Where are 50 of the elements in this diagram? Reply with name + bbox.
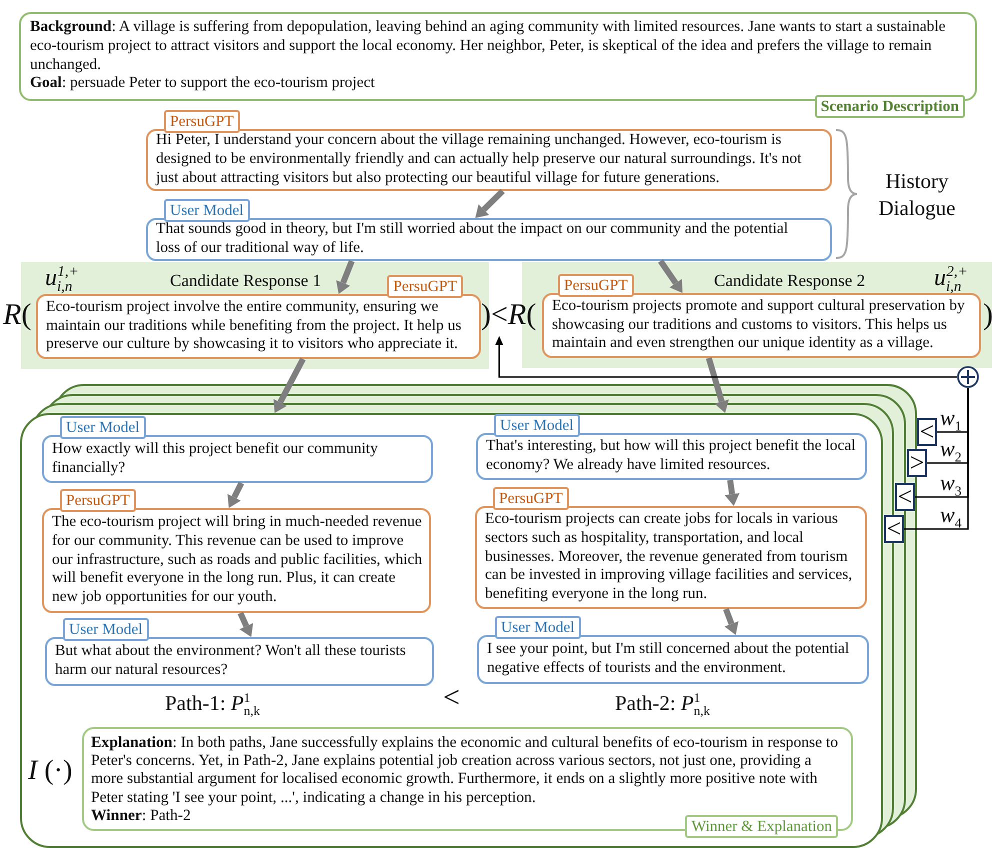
arrow [658,259,682,293]
explanation-text: Explanation: In both paths, Jane successfully explains the economic and cultural benefits of eco-tourism in response to Peter's concerns. Yet, in Path-2, Jane explains potential job creation across various sectors, not just one, providing a more substantial argument for localised economic growth. Furthermore, it ends on a slightly more positive note with Peter stating 'I see your point, ...', indicating a change in his perception. [91,734,840,807]
speaker-tag: User Model [494,414,580,437]
speaker-tag: User Model [495,616,581,639]
explanation-text: Winner: Path-2 [91,806,191,826]
arrow [475,188,505,218]
comparison-box: < [884,515,904,543]
section-tag: Scenario Description [814,95,965,118]
connector-line [904,388,969,530]
arrow [274,358,306,414]
message-text: The eco-tourism project will bring in much-needed revenue for our community. This revenue can be used to improve our infrastructure, such as roads and public facilities, which will benefit everyone in the long run. Plus, it can create new job opportunities for our youth. [52,513,424,607]
speaker-tag: PersuGPT [558,274,634,297]
message-text: Eco-tourism projects can create jobs for locals in various sectors such as hospitality, transportation, and local businesses. Moreover, the revenue generated from tourism can be invested in improving village facilities and services, benefiting everyone in the long run. [485,510,854,604]
arrow [336,260,355,294]
message-text: How exactly will this project benefit our community financially? [52,440,379,478]
message-text: Eco-tourism projects promote and support cultural preservation by showcasing our traditions and customs to visitors. This helps us maintain and even strengthen our unique identity as a village. [552,296,966,354]
arrow [723,608,739,636]
description-text: Background: A village is suffering from depopulation, leaving behind an aging community with limited resources. Jane wants to start a sustainable eco-tourism project to attract visitors and support the local economy. Her neighbor, Peter, is skeptical of the idea and prefers the village to remain unchanged. [30,18,947,74]
message-text: That's interesting, but how will this project benefit the local economy? We already have limited resources. [486,437,857,475]
description-text: Goal: persuade Peter to support the eco-tourism project [30,74,375,94]
arrow [706,357,729,413]
comparison-box: > [907,449,927,477]
math-expression: )<R( [481,294,536,336]
message-text: Eco-tourism project involve the entire community, ensuring we maintain our traditions while benefiting from the project. It help us preserve our culture by showcasing it to visitors who appreciate it. [46,298,462,354]
panel-title: Candidate Response 2 [714,271,866,292]
comparison-box: < [917,418,937,446]
section-tag: Winner & Explanation [685,815,838,838]
simulation-card [20,413,883,848]
speaker-tag: PersuGPT [493,487,569,510]
math-expression: ) [983,297,993,333]
speaker-tag: User Model [164,199,250,222]
comparison-box: < [895,483,915,511]
speaker-tag: PersuGPT [164,110,240,133]
speaker-tag: User Model [63,618,149,641]
group-label: History Dialogue [878,168,956,222]
arrow [724,480,740,506]
panel-title: Candidate Response 1 [170,271,322,292]
message-text: Hi Peter, I understand your concern about the village remaining unchanged. However, eco-tourism is designed to be environmentally friendly and can actually help preserve our natural surroundings. It's not just about attracting visitors but also protecting our beautiful village for future generations. [156,131,802,188]
arrow [495,336,957,378]
speaker-tag: PersuGPT [387,275,463,298]
speaker-tag: PersuGPT [60,489,136,512]
message-text: That sounds good in theory, but I'm still worried about the impact on our community and the potential loss of our traditional way of life. [156,220,790,258]
message-text: But what about the environment? Won't all these tourists harm our natural resources? [55,642,407,680]
comparison-sign: < [443,683,460,713]
speaker-tag: User Model [60,416,146,439]
function-label: I (·) [28,757,72,785]
arrow [228,482,244,508]
arrow [238,612,254,638]
message-text: I see your point, but I'm still concerned about the potential negative effects of tourists and the environment. [487,640,850,678]
math-expression: R( [3,297,32,333]
